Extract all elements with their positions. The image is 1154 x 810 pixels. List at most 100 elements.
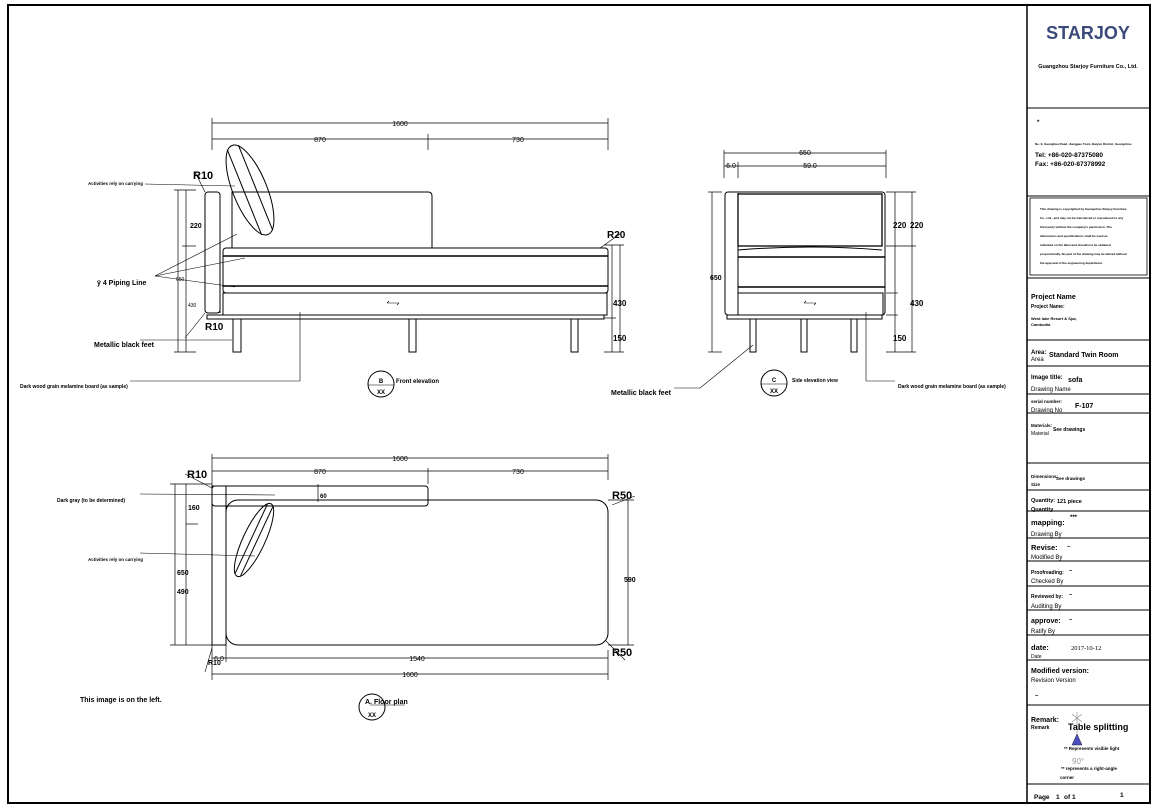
callout-sub: XX bbox=[377, 390, 385, 396]
callout-letter: B bbox=[379, 379, 384, 385]
copyright-line: the approval of the engineering departme… bbox=[1040, 261, 1103, 265]
dim-label: 220 bbox=[893, 221, 907, 230]
annotation: Dark wood grain melamine board (as sampl… bbox=[20, 384, 128, 390]
dim-label: 650 bbox=[177, 570, 189, 577]
sofa-leg bbox=[408, 318, 417, 353]
visible-light-icon bbox=[1071, 712, 1083, 746]
tel: Tel: +86-020-87375080 bbox=[1035, 152, 1103, 159]
dim-label: 430 bbox=[613, 299, 627, 308]
field-sub: Revision Version bbox=[1031, 678, 1076, 684]
field-sub: Ratify By bbox=[1031, 629, 1055, 635]
copyright-line: This drawing is copyrighted by Guangzhou… bbox=[1040, 207, 1127, 211]
page-of: of 1 bbox=[1064, 794, 1076, 801]
dim-label: 1600 bbox=[402, 672, 418, 679]
callout-sub: XX bbox=[770, 389, 778, 395]
dim-label: 160 bbox=[188, 505, 200, 512]
quantity-value: 121 piece bbox=[1057, 499, 1082, 505]
copyright-line: proportionally. No part of the drawing m… bbox=[1040, 252, 1127, 256]
dim-label: 59.0 bbox=[803, 163, 817, 170]
radius-label: R10 bbox=[193, 170, 213, 182]
project-value: Cambodia bbox=[1031, 322, 1051, 327]
annotation: Dark gray (to be determined) bbox=[57, 498, 125, 504]
sofa-leg bbox=[232, 318, 242, 353]
field-label: Image title: bbox=[1031, 375, 1063, 381]
sheet-border bbox=[7, 4, 1151, 804]
view-callout bbox=[358, 693, 386, 721]
side-elevation: 650 6.0 59.0 650 220 220 430 150 Metalli… bbox=[611, 150, 1006, 397]
annotation: Activities rely on carrying bbox=[88, 181, 143, 186]
copyright-line: indicated on the label and should not be… bbox=[1040, 243, 1111, 247]
dim-label: 590 bbox=[624, 577, 636, 584]
revise-value: – bbox=[1067, 544, 1071, 550]
drawing-name-value: sofa bbox=[1068, 377, 1083, 384]
dim-label: 430 bbox=[188, 303, 197, 309]
proofreading-value: – bbox=[1069, 568, 1073, 574]
dim-label: 430 bbox=[910, 299, 924, 308]
copyright-line: third party without the company's permis… bbox=[1040, 225, 1112, 229]
dimensions-value: See drawings bbox=[1056, 476, 1086, 481]
field-sub: Drawing By bbox=[1031, 532, 1062, 538]
field-label: Materials: bbox=[1031, 423, 1053, 428]
project-value: West lake Resort & Spa, bbox=[1031, 316, 1077, 321]
bullet: * bbox=[1037, 120, 1040, 126]
view-callout bbox=[367, 370, 395, 398]
annotation: Metallic black feet bbox=[94, 342, 155, 349]
callout-letter: C bbox=[772, 378, 777, 384]
materials-value: See drawings bbox=[1053, 427, 1085, 433]
radius-label: R10 bbox=[187, 469, 207, 481]
field-sub: Drawing No bbox=[1031, 408, 1063, 414]
field-label: Area: bbox=[1031, 350, 1046, 356]
view-title: A. Floor plan bbox=[365, 699, 408, 706]
project-label: Project Name: bbox=[1031, 304, 1065, 310]
field-label: approve: bbox=[1031, 618, 1061, 625]
legend-text: ** Represents visible light bbox=[1064, 746, 1120, 751]
sofa-leg bbox=[749, 318, 757, 353]
dim-label: 1600 bbox=[392, 121, 408, 128]
field-label: serial number: bbox=[1031, 399, 1063, 404]
copyright-notice: This drawing is copyrighted by Guangzhou… bbox=[1040, 207, 1127, 265]
reviewed-value: – bbox=[1069, 592, 1073, 598]
callout-sub: XX bbox=[368, 713, 376, 719]
radius-label: R20 bbox=[607, 230, 626, 241]
radius-label: R10 bbox=[208, 660, 221, 667]
project-heading: Project Name bbox=[1031, 294, 1076, 301]
field-label: Modified version: bbox=[1031, 668, 1089, 675]
field-sub: Size bbox=[1031, 482, 1041, 487]
floor-plan: 1600 870 730 160 650 490 60 590 6.0 1540… bbox=[57, 454, 636, 721]
remark-title: Table splitting bbox=[1068, 722, 1128, 732]
legend-text: corner bbox=[1060, 775, 1074, 780]
dim-label: 1600 bbox=[392, 456, 408, 463]
sofa-leg bbox=[800, 318, 808, 353]
right-angle-icon: 90° bbox=[1072, 757, 1084, 766]
copyright-line: dimensions and specifications shall be u… bbox=[1040, 234, 1108, 238]
note: This image is on the left. bbox=[80, 697, 162, 704]
dim-label: 730 bbox=[512, 137, 524, 144]
view-callout bbox=[760, 369, 788, 397]
dim-label: 1540 bbox=[409, 656, 425, 663]
dim-label: 220 bbox=[190, 223, 202, 230]
field-sub: Date bbox=[1031, 654, 1042, 660]
field-label: Remark: bbox=[1031, 717, 1059, 724]
field-label: Reviewed by: bbox=[1031, 594, 1063, 600]
company-name: Guangzhou Starjoy Furniture Co., Ltd. bbox=[1038, 64, 1138, 70]
legend-text: ** represents a right-angle bbox=[1061, 766, 1118, 771]
dim-label: 650 bbox=[799, 150, 811, 157]
mapping-value: *** bbox=[1070, 515, 1078, 521]
area-value: Standard Twin Room bbox=[1049, 352, 1118, 359]
fax: Fax: +86-020-87378992 bbox=[1035, 161, 1106, 168]
field-label: Dimensions: bbox=[1031, 474, 1059, 479]
field-sub: Material bbox=[1031, 431, 1049, 437]
dim-label: 150 bbox=[893, 334, 907, 343]
radius-label: R50 bbox=[612, 490, 632, 502]
field-sub: Quantity bbox=[1031, 507, 1054, 513]
radius-label: R10 bbox=[205, 322, 224, 333]
dim-label: 870 bbox=[314, 137, 326, 144]
field-sub: Modified By bbox=[1031, 555, 1062, 561]
dim-label: 150 bbox=[613, 334, 627, 343]
field-sub: Auditing By bbox=[1031, 604, 1061, 610]
front-elevation: 1600 870 730 220 650 430 430 150 bbox=[20, 118, 627, 398]
copyright-line: Co., Ltd., and may not be transferred or… bbox=[1040, 216, 1124, 220]
dim-label: 490 bbox=[177, 589, 189, 596]
dim-label: 730 bbox=[512, 469, 524, 476]
date-value: 2017-10-12 bbox=[1071, 645, 1101, 652]
